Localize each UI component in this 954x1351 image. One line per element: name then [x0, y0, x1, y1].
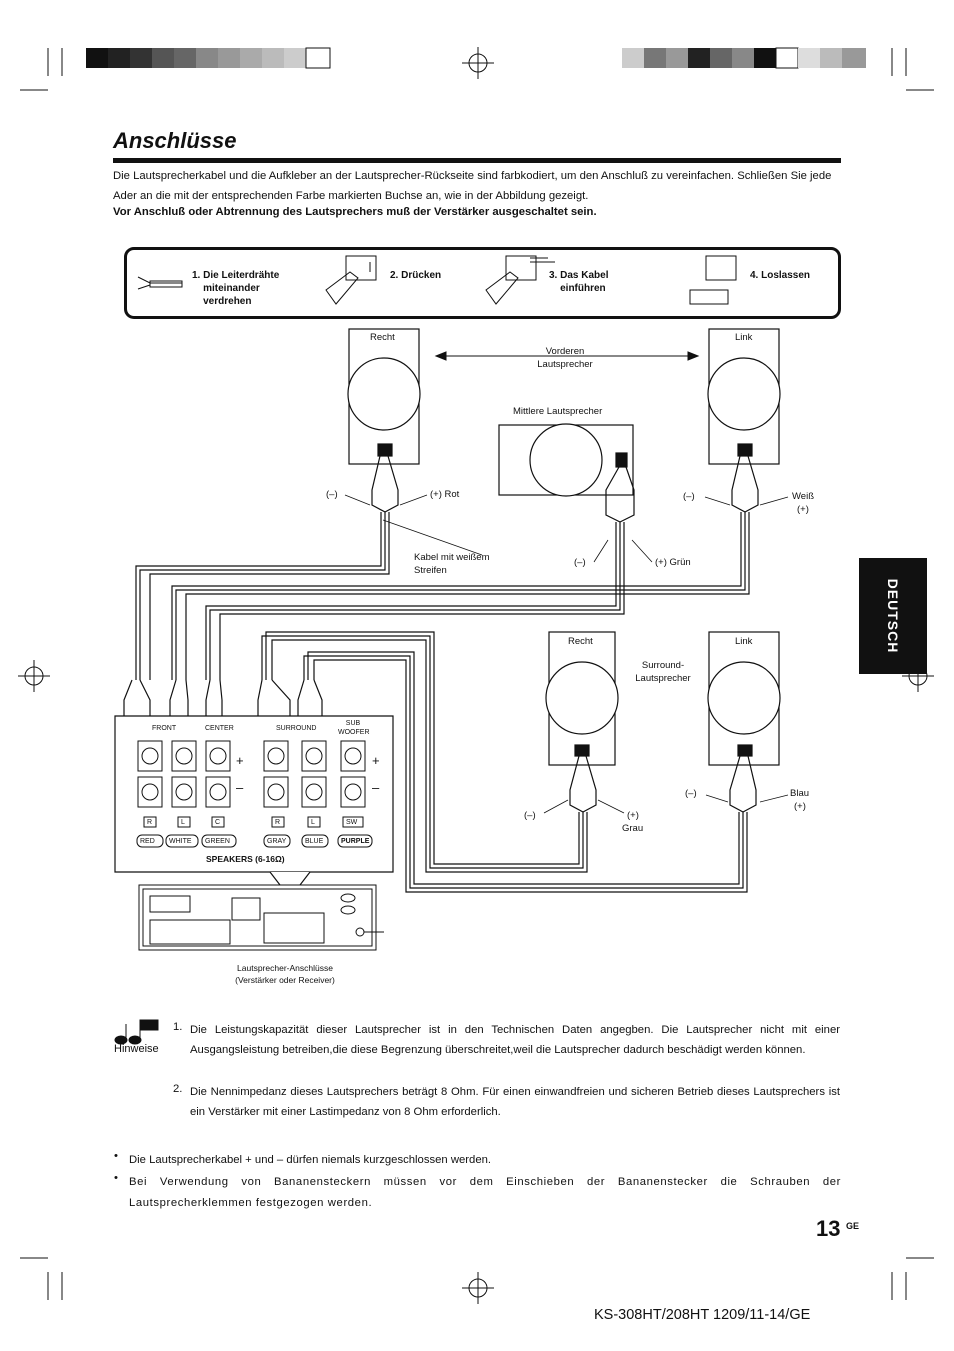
- page-suffix: GE: [846, 1221, 860, 1231]
- surround-right-gray: Grau: [622, 823, 644, 834]
- page-title: Anschlüsse: [113, 128, 237, 153]
- front-left-plus: (+): [797, 504, 809, 515]
- panel-speakers-label: SPEAKERS (6-16Ω): [206, 854, 285, 864]
- step-2-label: 2. Drücken: [390, 270, 442, 281]
- note-2-number: 2.: [173, 1083, 183, 1095]
- panel-group-subwoofer: SUB WOOFER: [338, 720, 370, 736]
- color-bar-right: [622, 47, 866, 69]
- panel-group-center: CENTER: [205, 725, 234, 732]
- amplifier-rear: [138, 884, 384, 951]
- panel-letter-sw: SW: [346, 819, 358, 826]
- surround-right-plus: (+): [627, 810, 639, 821]
- front-speakers-caption: Vorderen Lautsprecher: [537, 346, 593, 370]
- panel-minus-1: –: [236, 780, 244, 795]
- panel-letter-r2: R: [275, 819, 281, 826]
- notes-icon: [114, 1019, 159, 1045]
- release-terminal-icon: [689, 255, 737, 305]
- twisted-wire-icon: [137, 276, 183, 290]
- surround-right-minus: (–): [524, 810, 536, 821]
- title-rule: [113, 158, 841, 163]
- center-speaker-caption: Mittlere Lautsprecher: [513, 406, 603, 417]
- stripe-cable-label: Kabel mit weißem Streifen: [414, 552, 490, 576]
- surround-left-blue: Blau: [790, 788, 810, 799]
- footer-code: KS-308HT/208HT 1209/11-14/GE: [594, 1307, 811, 1323]
- steps-box: [124, 247, 841, 319]
- terminal-panel: [114, 715, 394, 899]
- bullet-1-marker: •: [114, 1150, 118, 1162]
- note-2-text: Die Nennimpedanz dieses Lautsprechers be…: [190, 1086, 840, 1118]
- page-number: 13: [816, 1216, 841, 1241]
- speaker-cables: [123, 455, 759, 893]
- panel-color-blue: BLUE: [305, 838, 324, 845]
- bullet-2-text: Bei Verwendung von Bananensteckern müsse…: [129, 1176, 841, 1209]
- language-tab: DEUTSCH: [859, 558, 927, 674]
- panel-group-front: FRONT: [152, 725, 177, 732]
- panel-plus-2: +: [372, 753, 380, 768]
- panel-group-surround: SURROUND: [276, 725, 317, 732]
- panel-letter-l2: L: [311, 819, 315, 826]
- step-3-label: 3. Das Kabel einführen: [549, 270, 609, 294]
- note-1-text: Die Leistungskapazität dieser Lautsprech…: [190, 1024, 840, 1056]
- front-left-white: Weiß: [792, 491, 814, 502]
- panel-letter-l: L: [181, 819, 185, 826]
- surround-left-minus: (–): [685, 788, 697, 799]
- panel-color-gray: GRAY: [267, 838, 287, 845]
- front-left-minus: (–): [683, 491, 695, 502]
- warning-text: Vor Anschluß oder Abtrennung des Lautspr…: [113, 206, 597, 218]
- center-minus: (–): [574, 557, 586, 568]
- language-tab-label: DEUTSCH: [885, 578, 901, 654]
- amplifier-caption: Lautsprecher-Anschlüsse (Verstärker oder…: [235, 963, 335, 985]
- panel-minus-2: –: [372, 780, 380, 795]
- surround-left-label: Link: [735, 636, 753, 647]
- front-right-label: Recht: [370, 332, 395, 343]
- surround-left-plus: (+): [794, 801, 806, 812]
- panel-color-red: RED: [140, 838, 155, 845]
- step-1-label: 1. Die Leiterdrähte miteinander verdrehe…: [192, 270, 280, 307]
- panel-color-purple: PURPLE: [341, 838, 370, 845]
- insert-cable-icon: [485, 255, 555, 305]
- notes-icon-label: Hinweise: [114, 1043, 159, 1055]
- panel-plus-1: +: [236, 753, 244, 768]
- note-1-number: 1.: [173, 1021, 183, 1033]
- surround-caption: Surround- Lautsprecher: [635, 660, 691, 684]
- center-plus: (+) Grün: [655, 557, 691, 568]
- press-terminal-icon: [325, 255, 377, 305]
- bullet-1-text: Die Lautsprecherkabel + und – dürfen nie…: [129, 1154, 492, 1166]
- front-left-label: Link: [735, 332, 753, 343]
- color-bar-left: [86, 47, 331, 69]
- step-4-label: 4. Loslassen: [750, 270, 811, 281]
- panel-letter-r: R: [147, 819, 153, 826]
- intro-text: Die Lautsprecherkabel und die Aufkleber …: [113, 170, 832, 202]
- panel-letter-c: C: [215, 819, 221, 826]
- front-right-minus: (–): [326, 489, 338, 500]
- panel-color-white: WHITE: [169, 838, 192, 845]
- bullet-2-marker: •: [114, 1172, 118, 1184]
- panel-color-green: GREEN: [205, 838, 230, 845]
- surround-right-label: Recht: [568, 636, 593, 647]
- front-right-plus: (+) Rot: [430, 489, 460, 500]
